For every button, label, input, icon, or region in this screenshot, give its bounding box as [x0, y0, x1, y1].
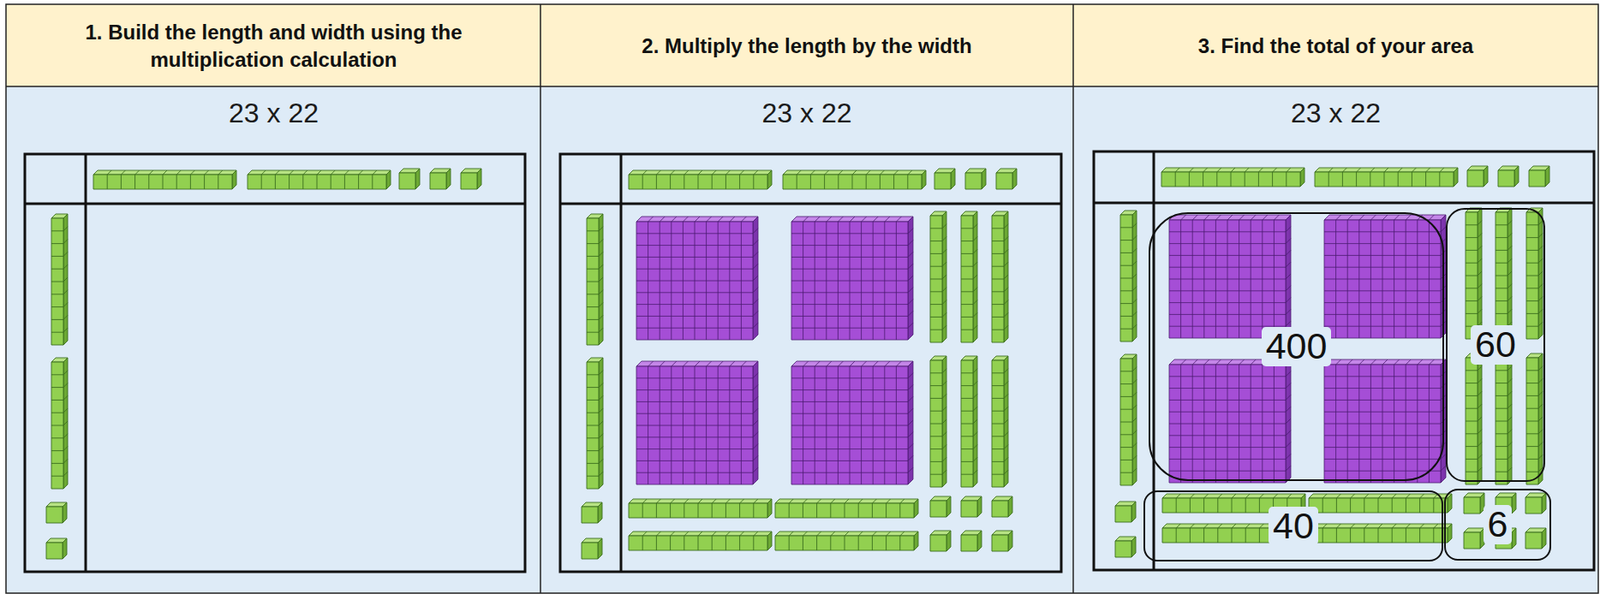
total-frame: [1093, 151, 1595, 571]
step-header: 1. Build the length and width using the …: [6, 5, 541, 87]
partial-product: 400: [1261, 327, 1332, 366]
step-panel: 23 x 22: [0, 86, 554, 594]
step-instruction: 1. Build the length and width using the …: [27, 18, 520, 73]
partial-product: 6: [1483, 505, 1513, 544]
step-instruction: 2. Multiply the length by the width: [641, 32, 972, 60]
calculation-text: 23 x 22: [1060, 96, 1600, 130]
step-instruction: 3. Find the total of your area: [1198, 32, 1474, 60]
build-frame: [24, 154, 526, 573]
step-panel: 23 x 22: [527, 86, 1087, 594]
step-header: 3. Find the total of your area: [1073, 5, 1599, 87]
partial-product: 40: [1268, 507, 1319, 546]
area-group: 6: [1444, 489, 1552, 562]
calculation-text: 23 x 22: [527, 96, 1087, 130]
table-grid: [5, 4, 1599, 594]
area-group: 60: [1445, 208, 1546, 483]
area-group: 400: [1148, 212, 1445, 482]
calculation-text: 23 x 22: [0, 96, 554, 130]
area-group: 40: [1143, 490, 1444, 562]
multiply-frame: [560, 154, 1062, 573]
partial-product: 60: [1470, 325, 1521, 365]
step-panel: 23 x 22 400 60 40 6: [1060, 86, 1600, 594]
step-header: 2. Multiply the length by the width: [540, 5, 1074, 87]
